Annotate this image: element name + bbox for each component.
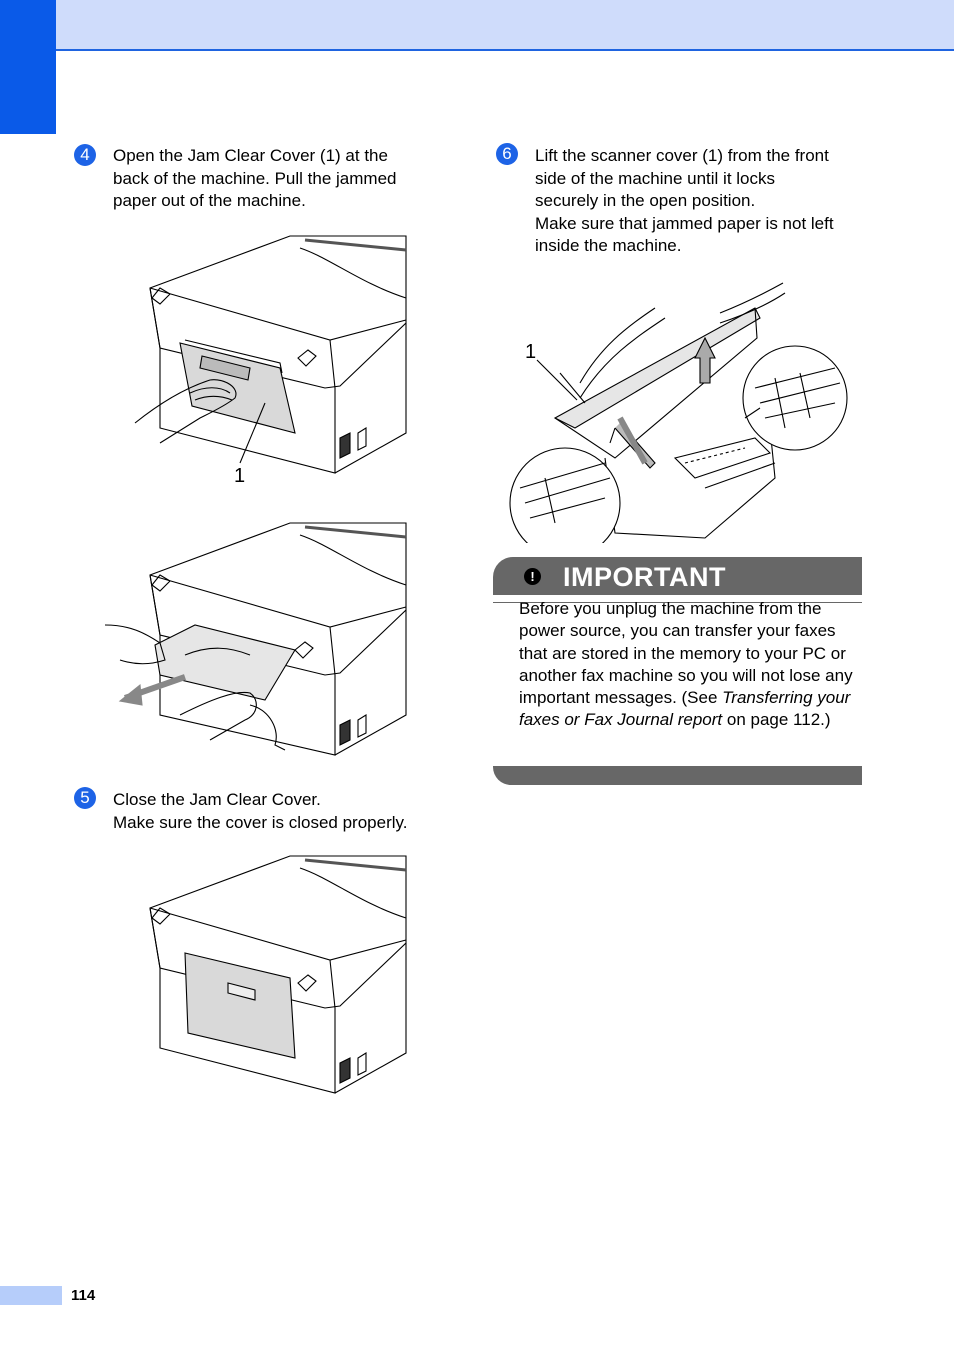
important-header: ! IMPORTANT — [493, 557, 862, 595]
important-text-after: on page 112.) — [722, 710, 831, 730]
page-number-tab — [0, 1286, 62, 1305]
step-4-line-3: paper out of the machine. — [113, 191, 306, 210]
figure-lift-scanner: 1 — [505, 278, 850, 543]
step-4-line-2: back of the machine. Pull the jammed — [113, 168, 397, 188]
important-text-before: Before you unplug the machine from the p… — [519, 599, 853, 708]
step-5-line-2: Make sure the cover is closed properly. — [113, 812, 408, 832]
figure-open-jam-cover: 1 — [130, 228, 410, 488]
step-5-line-1: Close the Jam Clear Cover. — [113, 790, 321, 809]
important-footer — [493, 766, 862, 785]
step-4-bullet: 4 — [74, 144, 96, 166]
figure-closed-cover — [130, 848, 410, 1098]
important-divider — [493, 602, 862, 603]
step-6-line-5: inside the machine. — [535, 236, 682, 255]
important-text-link: Transferring your faxes or Fax Journal r… — [519, 688, 851, 730]
figure-pull-paper — [100, 515, 410, 760]
important-message: Before you unplug the machine from the p… — [519, 598, 864, 732]
chapter-tab — [0, 0, 56, 134]
step-6-line-1: Lift the scanner cover (1) from the fron… — [535, 146, 829, 165]
page-number: 114 — [71, 1287, 96, 1304]
important-title: IMPORTANT — [563, 562, 726, 592]
step-6-text: Lift the scanner cover (1) from the fron… — [535, 145, 865, 258]
step-4-text: Open the Jam Clear Cover (1) at the back… — [113, 145, 443, 213]
step-6-line-2: side of the machine until it locks — [535, 168, 776, 188]
step-5-text: Close the Jam Clear Cover. Make sure the… — [113, 789, 453, 834]
step-5-bullet: 5 — [74, 787, 96, 809]
step-6-line-3: securely in the open position. — [535, 191, 756, 210]
step-6-line-4: Make sure that jammed paper is not left — [535, 213, 834, 233]
step-6-bullet: 6 — [496, 143, 518, 165]
scanner-cover-callout: 1 — [525, 341, 536, 363]
jam-cover-callout: 1 — [234, 465, 245, 487]
step-4-line-1: Open the Jam Clear Cover (1) at the — [113, 146, 388, 165]
header-band — [0, 0, 954, 51]
exclamation-icon: ! — [524, 568, 541, 585]
